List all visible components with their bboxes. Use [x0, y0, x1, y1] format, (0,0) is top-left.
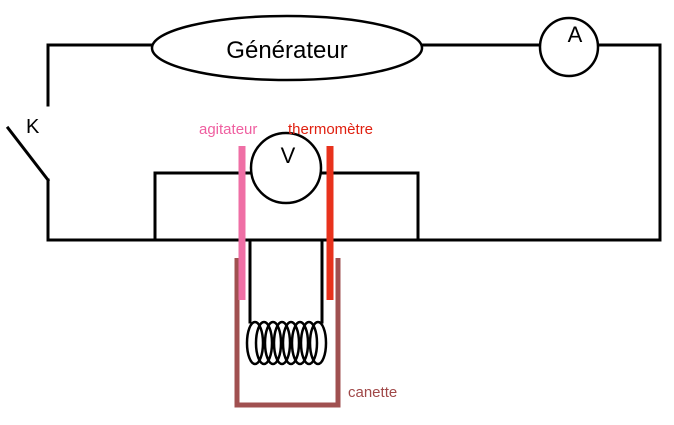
- ammeter-label: A: [568, 22, 583, 47]
- stirrer-label: agitateur: [199, 121, 257, 138]
- ammeter-symbol: [538, 16, 600, 78]
- heating-coil: [245, 320, 328, 366]
- can-label: canette: [348, 384, 397, 401]
- voltmeter-symbol: [249, 131, 323, 205]
- can: [234, 258, 341, 408]
- thermometer-label: thermomètre: [288, 121, 373, 138]
- switch-k: [5, 125, 51, 183]
- voltmeter-branch: [153, 171, 420, 242]
- generator-symbol: [150, 14, 424, 82]
- switch-label: K: [26, 116, 40, 138]
- generator-label: Générateur: [226, 37, 347, 64]
- voltmeter-label: V: [281, 143, 296, 168]
